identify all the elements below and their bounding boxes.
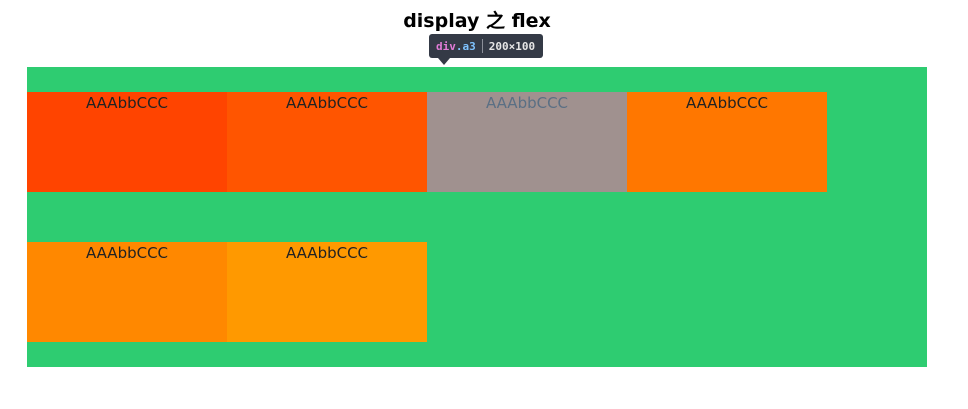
flex-item-a6: AAAbbCCC	[227, 242, 427, 342]
tooltip-arrow	[438, 58, 450, 65]
flex-item-label: AAAbbCCC	[685, 94, 769, 112]
flex-item-a2: AAAbbCCC	[227, 92, 427, 192]
tooltip-dimensions: 200×100	[488, 39, 536, 53]
element-inspector-tooltip: div.a3 200×100	[429, 34, 544, 58]
flex-item-a1: AAAbbCCC	[27, 92, 227, 192]
tooltip-class-name: .a3	[455, 39, 476, 53]
flex-item-label: AAAbbCCC	[285, 244, 369, 262]
flex-item-label: AAAbbCCC	[85, 94, 169, 112]
flex-item-a4: AAAbbCCC	[627, 92, 827, 192]
flex-item-label: AAAbbCCC	[285, 94, 369, 112]
flex-container: AAAbbCCC AAAbbCCC AAAbbCCC AAAbbCCC AAAb…	[27, 67, 927, 367]
page-title: display 之 flex	[403, 10, 551, 32]
flex-item-a3[interactable]: AAAbbCCC	[427, 92, 627, 192]
flex-item-label: AAAbbCCC	[485, 94, 569, 112]
flex-item-label: AAAbbCCC	[85, 244, 169, 262]
tooltip-tag-name: div	[436, 39, 456, 53]
tooltip-divider	[481, 39, 483, 53]
flex-item-a5: AAAbbCCC	[27, 242, 227, 342]
